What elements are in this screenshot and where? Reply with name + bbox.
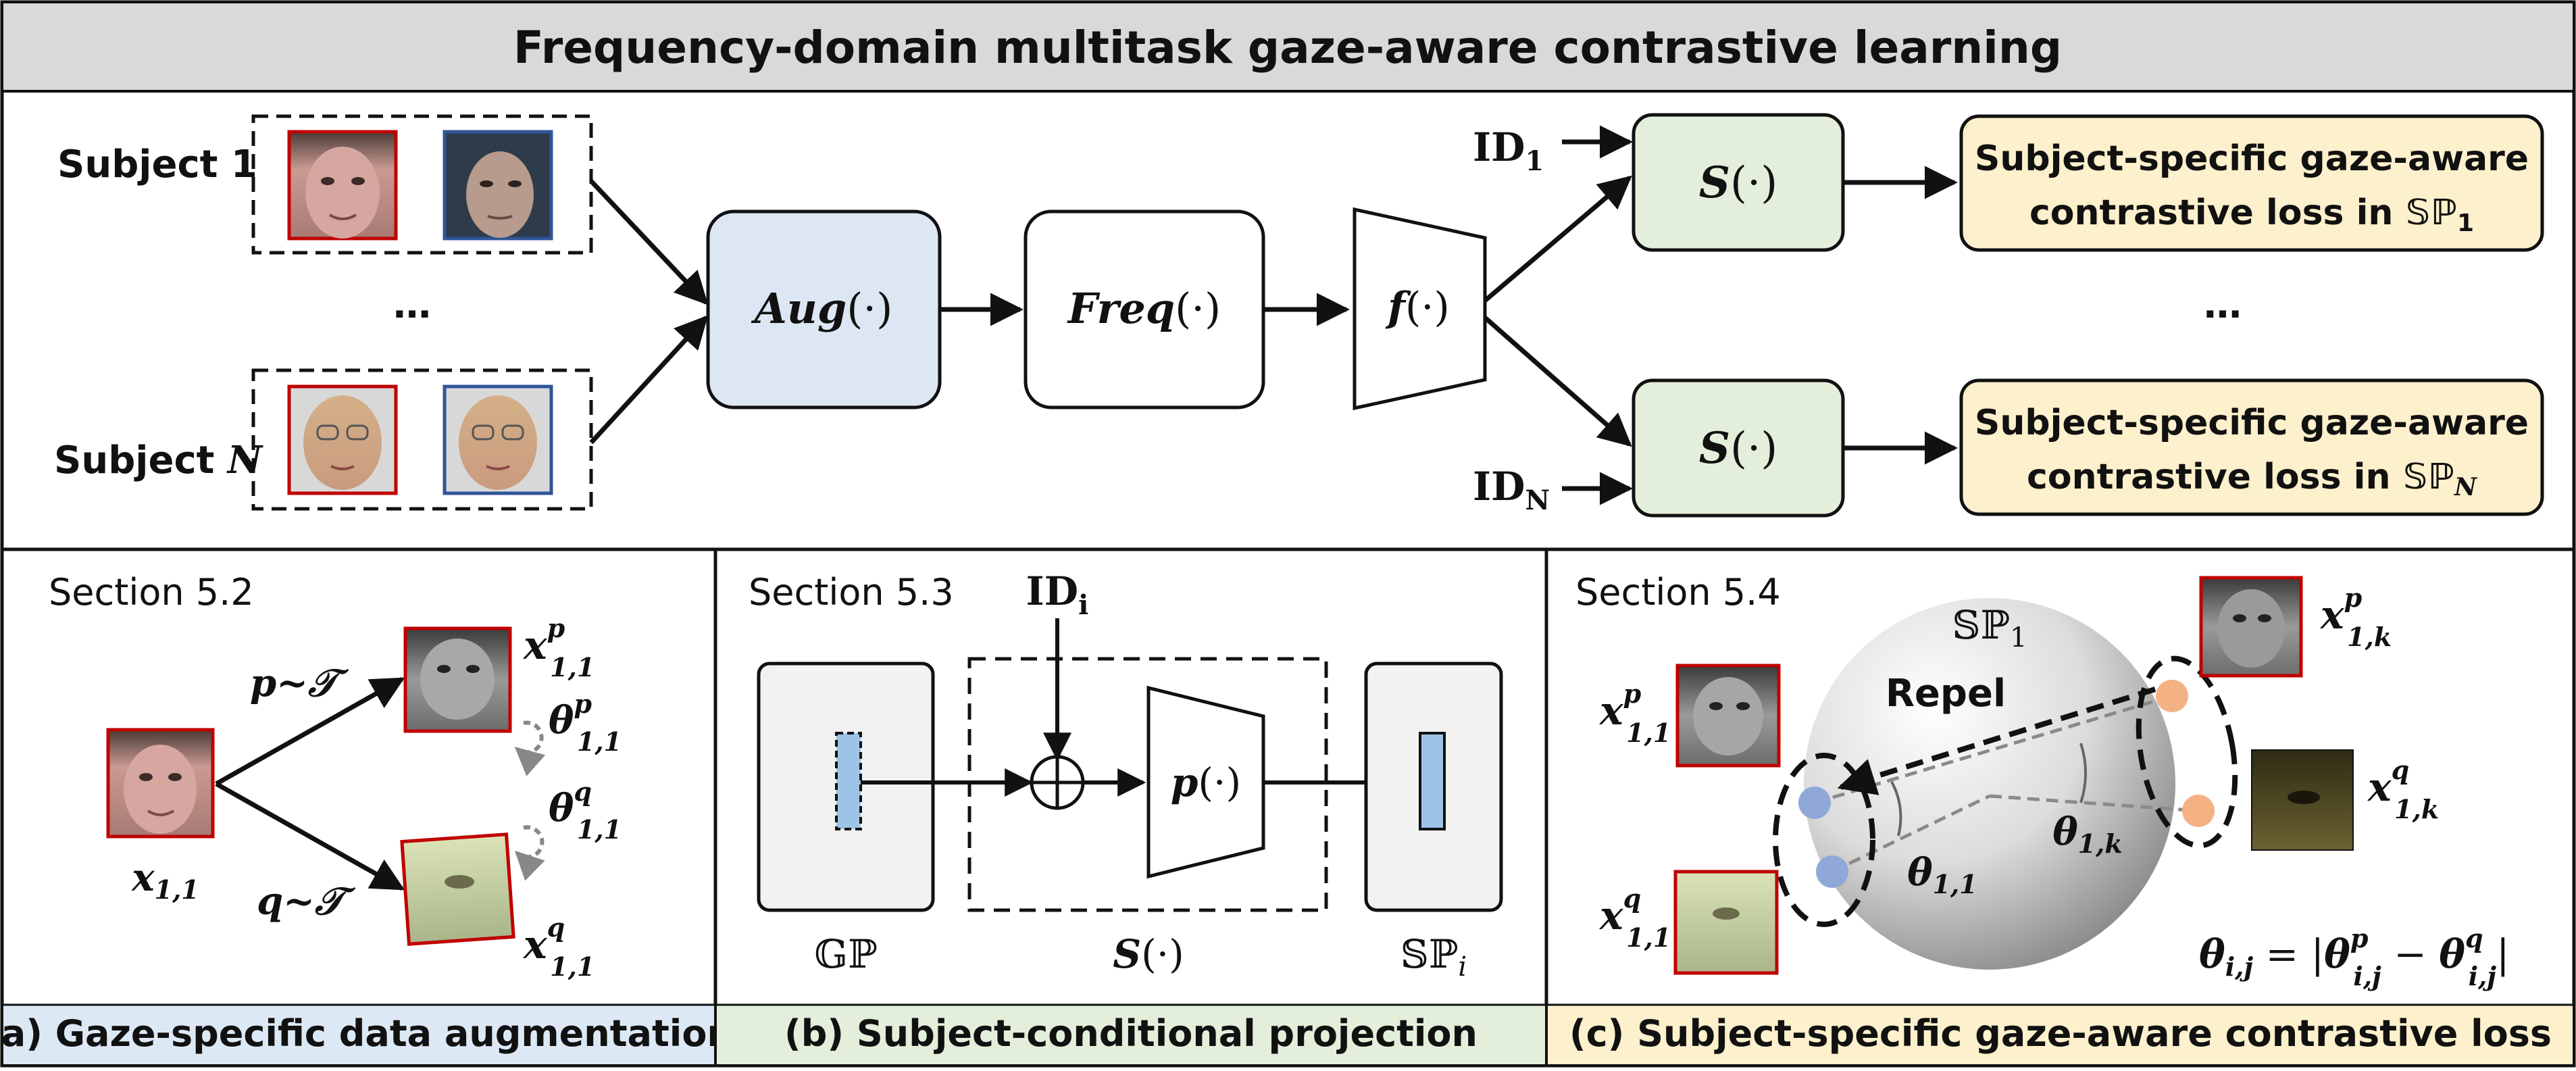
point-x1k-q (2182, 795, 2215, 827)
panel-c-caption-band (1548, 1005, 2573, 1064)
projector-p (1146, 685, 1265, 879)
panel-a-aug-q-face (400, 832, 515, 946)
id-i-label: IDi (1026, 568, 1089, 621)
gp-label: 𝔾ℙ (814, 931, 877, 977)
point-x11-q (1816, 855, 1848, 888)
subject-1-group (251, 114, 593, 255)
subject-n-face-a (287, 384, 398, 495)
s-box-1-label: S(·) (1699, 157, 1778, 208)
panel-a-x11: x1,1 (131, 855, 199, 905)
panel-c-caption: (c) Subject-specific gaze-aware contrast… (1569, 1012, 2552, 1055)
id-n-label: IDN (1473, 464, 1550, 516)
panel-a-section: Section 5.2 (49, 571, 254, 614)
s-projection-label: S(·) (1113, 931, 1184, 977)
subjects-ellipsis: … (393, 283, 431, 327)
projector-p-label: p(·) (1171, 759, 1241, 805)
panel-b-section: Section 5.3 (749, 571, 954, 614)
panel-c-face-x11-q (1673, 870, 1779, 975)
loss-box-n-line2: contrastive loss in 𝕊ℙN (2027, 457, 2478, 501)
sp-vector (1419, 732, 1446, 830)
panel-a-caption: (a) Gaze-specific data augmentation (0, 1012, 733, 1055)
subject-1-face-b (443, 130, 553, 241)
panel-b: Section 5.3 𝔾ℙ S(·) IDi p(·) 𝕊ℙi (b) Sub… (715, 568, 1546, 1064)
hypersphere (1804, 598, 2175, 970)
panel-c-face-x11-p (1675, 664, 1781, 768)
panel-c-section: Section 5.4 (1575, 571, 1781, 614)
subject-1-face-a (287, 130, 398, 241)
subject-n-group (251, 368, 593, 511)
loss-ellipsis: … (2204, 283, 2242, 327)
title-band (3, 3, 2573, 91)
loss-box-n (1959, 378, 2544, 516)
repel-label: Repel (1886, 672, 2006, 716)
id-1-label: ID1 (1473, 124, 1544, 177)
panel-a-caption-band (3, 1005, 714, 1064)
point-x1k-p (2156, 680, 2188, 712)
panel-a-source-face (106, 728, 215, 839)
loss-box-1 (1959, 114, 2544, 252)
point-x11-p (1798, 787, 1831, 819)
page-title: Frequency-domain multitask gaze-aware co… (513, 22, 2062, 74)
s-box-n-label: S(·) (1699, 423, 1778, 474)
subject-n-label: Subject N (54, 438, 263, 482)
aug-label: Aug(·) (751, 284, 893, 333)
encoder-f-label: f(·) (1385, 284, 1450, 331)
freq-label: Freq(·) (1067, 284, 1221, 333)
loss-box-1-line1: Subject-specific gaze-aware (1975, 139, 2529, 179)
loss-box-n-line1: Subject-specific gaze-aware (1975, 403, 2529, 443)
subject-1-label: Subject 1 (57, 143, 257, 186)
panel-a-q-T: q~𝒯 (257, 879, 356, 924)
panel-b-caption-band (717, 1005, 1545, 1064)
panel-c-face-x1k-q (2251, 749, 2354, 851)
gp-vector (835, 732, 862, 830)
panel-a-p-T: p~𝒯 (250, 661, 349, 705)
negative-pair-ellipse (2136, 655, 2238, 849)
sphere-label: 𝕊ℙ1 (1952, 602, 2027, 653)
encoder-f (1353, 207, 1487, 411)
loss-box-1-line2: contrastive loss in 𝕊ℙ1 (2029, 193, 2474, 237)
subject-n-face-b (443, 384, 553, 495)
panel-b-caption: (b) Subject-conditional projection (784, 1012, 1478, 1055)
panel-a-aug-p-face (403, 626, 512, 733)
theta-1k-label: θ1,k (2052, 810, 2122, 859)
sp-i-label: 𝕊ℙi (1400, 931, 1467, 982)
panel-c-face-x1k-p (2199, 576, 2303, 678)
anchor-pair-ellipse (1773, 753, 1875, 927)
theta-11-label: θ1,1 (1907, 850, 1977, 899)
top-pipeline: Subject 1 Subject N … (54, 113, 2544, 518)
